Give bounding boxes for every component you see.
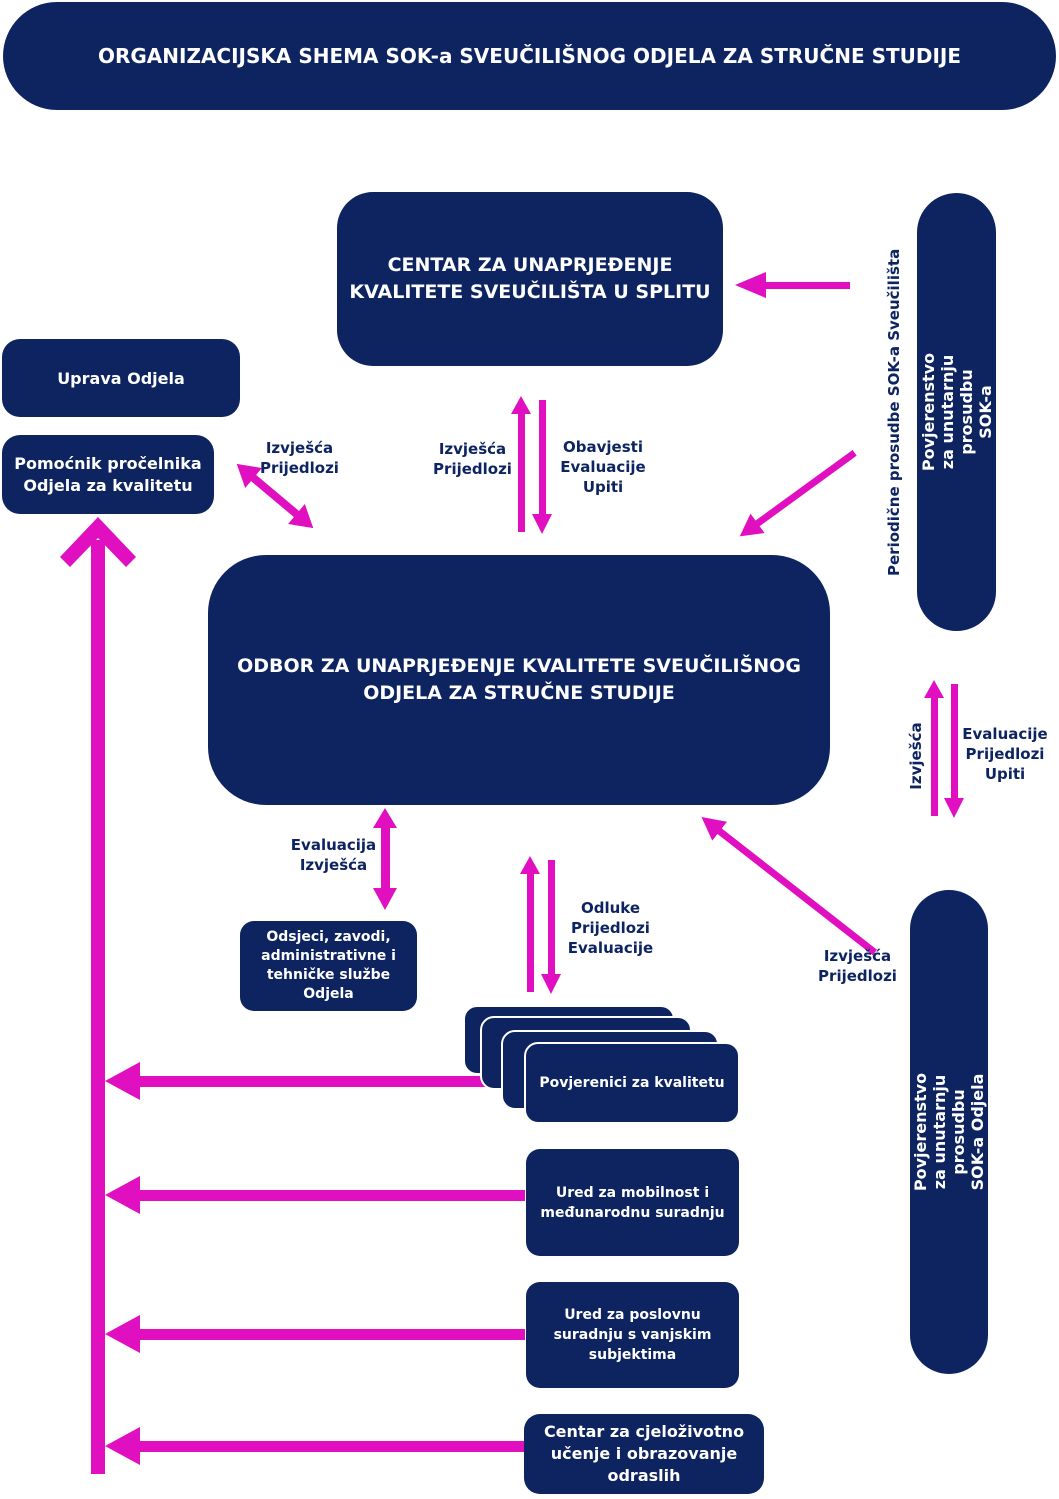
arrow-povjerenici-left (125, 1076, 525, 1087)
arrow-povjerenstvo-odjela-to-odbor (701, 817, 878, 956)
povjerenstvo-sok-label: Povjerenstvo za unutarnju prosudbu SOK-a (918, 352, 995, 472)
arrow-povjerenstvo-to-odbor (739, 450, 857, 537)
povjerenstvo-sok-box: Povjerenstvo za unutarnju prosudbu SOK-a (917, 193, 996, 631)
ured-poslovnu-label: Ured za poslovnu suradnju s vanjskim sub… (553, 1307, 712, 1363)
centar-cjelozivotno-label: Centar za cjeloživotno učenje i obrazova… (543, 1422, 745, 1485)
centar-sveucilista-label: CENTAR ZA UNAPRJEĐENJE KVALITETE SVEUČIL… (349, 254, 711, 303)
povjerenstvo-odjela-label: Povjerenstvo za unutarnju prosudbu SOK-a… (911, 1072, 987, 1192)
centar-cjelozivotno-box: Centar za cjeloživotno učenje i obrazova… (524, 1414, 764, 1494)
arrow-povjerenstvo-to-centar (758, 282, 850, 289)
odsjeci-label: Odsjeci, zavodi, administrativne i tehni… (261, 929, 396, 1002)
label-pomocnik-odbor: Izvješća Prijedlozi (260, 439, 339, 477)
ured-mobilnost-label: Ured za mobilnost i međunarodnu suradnju (540, 1184, 725, 1221)
label-izvjesca-odjela: Izvješća Prijedlozi (818, 947, 897, 985)
label-periodicne-prosudbe: Periodične prosudbe SOK-a Sveučilišta (885, 248, 903, 576)
arrow-mobilnost-left (125, 1190, 525, 1201)
arrow-poslovnu-left (125, 1329, 525, 1340)
arrow-cjelozivotno-left (125, 1441, 525, 1452)
odsjeci-box: Odsjeci, zavodi, administrativne i tehni… (240, 921, 417, 1011)
ured-mobilnost-box: Ured za mobilnost i međunarodnu suradnju (526, 1149, 739, 1256)
odbor-label: ODBOR ZA UNAPRJEĐENJE KVALITETE SVEUČILI… (237, 655, 801, 704)
arrow-pomocnik-odbor (236, 463, 314, 529)
page-title-text: ORGANIZACIJSKA SHEMA SOK-a SVEUČILIŠNOG … (97, 44, 962, 68)
povjerenici-box: Povjerenici za kvalitetu (524, 1042, 740, 1124)
label-centar-to-odbor: Obavjesti Evaluacije Upiti (560, 438, 646, 496)
arrow-odbor-povjerenici-down (548, 860, 555, 978)
povjerenstvo-odjela-box: Povjerenstvo za unutarnju prosudbu SOK-a… (910, 890, 988, 1374)
povjerenici-label: Povjerenici za kvalitetu (539, 1075, 725, 1091)
arrow-left-vertical-head (60, 517, 136, 567)
label-evaluacije-right: Evaluacije Prijedlozi Upiti (962, 725, 1048, 783)
ured-poslovnu-box: Ured za poslovnu suradnju s vanjskim sub… (526, 1282, 739, 1388)
arrow-right-up (931, 696, 938, 816)
page-title: ORGANIZACIJSKA SHEMA SOK-a SVEUČILIŠNOG … (3, 2, 1056, 110)
label-evaluacija-odsjeci: Evaluacija Izvješća (290, 836, 377, 874)
centar-sveucilista-box: CENTAR ZA UNAPRJEĐENJE KVALITETE SVEUČIL… (337, 192, 723, 366)
arrow-odbor-odsjeci (381, 826, 390, 890)
label-odbor-to-centar: Izvješća Prijedlozi (433, 440, 512, 478)
uprava-odjela-box: Uprava Odjela (2, 339, 240, 417)
arrow-right-down (951, 684, 958, 802)
arrow-left-vertical (91, 540, 105, 1474)
pomocnik-procelnika-box: Pomoćnik pročelnika Odjela za kvalitetu (2, 435, 214, 514)
arrow-odbor-povjerenici-up (527, 872, 534, 992)
arrow-centar-to-odbor (539, 400, 546, 516)
arrow-odbor-to-centar (518, 412, 525, 532)
uprava-odjela-label: Uprava Odjela (57, 368, 185, 388)
label-odluke: Odluke Prijedlozi Evaluacije (567, 899, 654, 957)
pomocnik-procelnika-label: Pomoćnik pročelnika Odjela za kvalitetu (14, 453, 202, 495)
odbor-box: ODBOR ZA UNAPRJEĐENJE KVALITETE SVEUČILI… (208, 555, 830, 805)
label-izvjesca-right: Izvješća (907, 722, 925, 790)
